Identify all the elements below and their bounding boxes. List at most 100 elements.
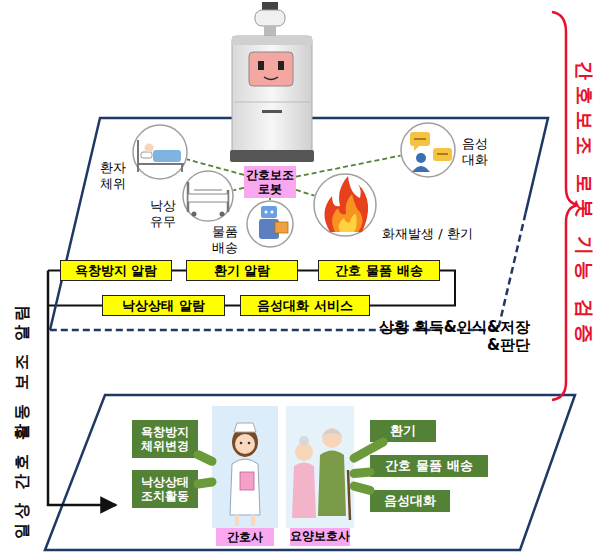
connector <box>172 270 186 272</box>
nurse-eye <box>240 442 243 445</box>
caregiver-hair <box>299 436 309 446</box>
robot-eye <box>278 61 284 70</box>
flame-outer <box>324 176 368 232</box>
circle-outline <box>182 170 234 222</box>
speech-bubble <box>433 148 452 161</box>
activity-plane <box>45 395 575 550</box>
node-text: 욕창방지 알람 <box>75 263 158 279</box>
side-label: 일상 간호 활동 보조 알림 <box>10 290 34 550</box>
elder-face <box>322 428 342 448</box>
speech-lines <box>414 139 448 154</box>
node-text: 물품 배송 <box>212 224 242 255</box>
connector <box>269 198 271 200</box>
activity-box: 환기 <box>370 420 436 442</box>
nurse-clipboard <box>240 472 254 490</box>
circle-outline <box>246 200 294 248</box>
connector <box>354 486 370 490</box>
parcel <box>275 222 288 233</box>
node-text: 욕창방지 체위변경 <box>132 425 198 454</box>
side-label: 간호보조 로봇 기능 검증 <box>573 15 597 395</box>
connector <box>187 159 244 175</box>
node-text: 음성대화 <box>384 493 436 509</box>
flame-middle <box>332 194 362 232</box>
robot-body <box>232 36 312 160</box>
connector <box>233 188 244 190</box>
connector <box>296 190 314 196</box>
speech-tail <box>414 146 419 151</box>
caregiver-panel <box>286 406 354 528</box>
caregiver-body <box>292 463 316 519</box>
node-text: 낙상상태 조치활동 <box>132 475 198 504</box>
sensor-circle: 환자 체위 <box>132 124 188 180</box>
robot-seam <box>234 102 310 103</box>
nurse-panel <box>212 406 278 528</box>
robot-screen <box>249 52 293 86</box>
nurse-cap <box>234 423 256 432</box>
robot-camera <box>262 2 278 12</box>
node-text: 음성대화 서비스 <box>257 298 353 314</box>
connector <box>225 305 240 307</box>
flame-inner <box>339 214 357 232</box>
alarm-box: 낙상상태 알람 <box>102 295 225 316</box>
function-plane: 상황 획득&인식&저장&판단간호보조 로봇환자 체위낙상 유무물품 배송화재발생… <box>50 118 548 330</box>
curly-bracket <box>552 12 578 400</box>
robot-head <box>255 10 285 26</box>
bed-frame <box>138 140 184 172</box>
nurse-eye <box>248 442 251 445</box>
circle-shape <box>247 201 293 247</box>
bed-rail <box>194 189 222 191</box>
sensor-circle: 음성 대화 <box>400 122 456 178</box>
nurse-legs <box>237 515 253 526</box>
connector <box>354 472 370 474</box>
robot-logo <box>262 110 282 113</box>
mattress <box>188 194 228 202</box>
mini-robot-eye <box>265 211 268 214</box>
mini-robot-eye <box>271 211 274 214</box>
connector <box>296 156 401 177</box>
circle-shape <box>183 171 233 221</box>
node-text: 환자 체위 <box>100 160 130 191</box>
elder-body <box>318 451 346 517</box>
circle-outline <box>400 122 456 178</box>
node-text: 간호보조 로봇 <box>244 168 296 197</box>
node-text: 낙상상태 알람 <box>122 298 205 314</box>
alarm-box: 환기 알람 <box>186 260 298 281</box>
activity-box: 욕창방지 체위변경 <box>132 420 198 458</box>
circle-outline <box>313 173 377 237</box>
activity-box: 낙상상태 조치활동 <box>132 470 198 508</box>
speaker-head <box>416 153 426 163</box>
node-text: 환기 <box>390 423 416 439</box>
node-text: 간호 물품 배송 <box>385 458 472 474</box>
sensor-circle: 화재발생 / 환기 <box>313 173 377 237</box>
robot-label: 간호보조 로봇 <box>244 166 296 198</box>
plane-border <box>50 118 548 330</box>
circle-shape <box>314 174 376 236</box>
node-text: 화재발생 / 환기 <box>382 226 502 242</box>
alarm-box: 욕창방지 알람 <box>60 260 172 281</box>
nurse-face <box>235 434 255 454</box>
caregiver-figure: 요양보호사 <box>286 406 354 548</box>
robot-eye <box>258 61 264 70</box>
alarm-box: 간호 물품 배송 <box>318 260 440 281</box>
robot-neck <box>264 26 276 36</box>
nurse-uniform <box>230 459 260 515</box>
bed-wheel <box>192 212 197 217</box>
mini-robot-head <box>261 206 277 218</box>
node-text: 낙상 유무 <box>150 198 180 229</box>
connector <box>298 270 318 272</box>
sensor-circle: 낙상 유무 <box>182 170 234 222</box>
node-text: 상황 획득&인식&저장&판단 <box>368 318 530 354</box>
robot-top-panel <box>232 36 312 45</box>
alarm-box: 음성대화 서비스 <box>240 295 370 316</box>
pillow <box>141 152 152 158</box>
speaker-body <box>412 166 430 172</box>
bed-headboard <box>188 182 228 212</box>
patient-head <box>145 144 154 153</box>
sensor-circle: 물품 배송 <box>246 200 294 248</box>
connector <box>198 455 212 462</box>
node-text: 음성 대화 <box>462 136 492 167</box>
activity-box: 음성대화 <box>370 490 450 512</box>
connector <box>354 442 383 458</box>
circle-outline <box>132 124 188 180</box>
